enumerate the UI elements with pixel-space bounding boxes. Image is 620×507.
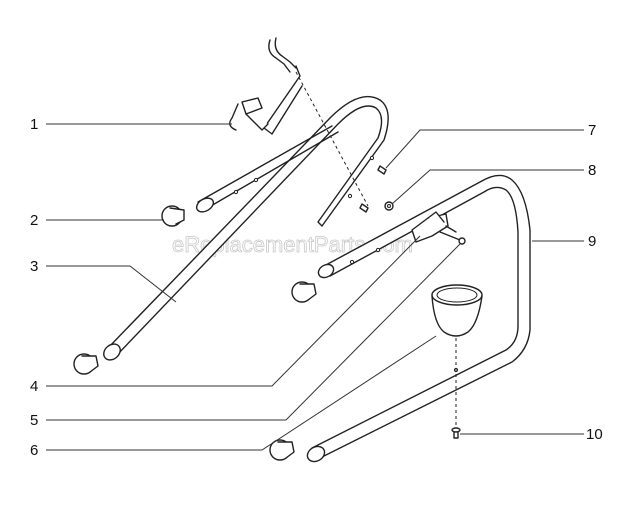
screw-part-10 <box>451 427 461 439</box>
leader-line-8 <box>391 169 584 205</box>
end-cap-part-bottom <box>269 439 295 461</box>
handle-bracket-part <box>229 37 303 135</box>
screw-part-left <box>359 203 369 213</box>
clamp-bracket-part <box>411 211 457 243</box>
leader-line-6 <box>46 335 437 451</box>
callout-6: 6 <box>30 442 38 459</box>
screw-part-7 <box>377 165 387 175</box>
end-cap-part-4 <box>73 353 99 375</box>
callout-2: 2 <box>30 212 38 229</box>
bolt-part-5 <box>439 231 466 245</box>
callout-5: 5 <box>30 412 38 429</box>
end-cap-part-2 <box>161 205 185 227</box>
leader-line-3 <box>46 265 177 303</box>
callout-8: 8 <box>588 162 596 179</box>
alignment-line-handle <box>295 71 369 207</box>
leader-line-5 <box>46 243 461 421</box>
leader-line-7 <box>385 129 584 169</box>
callout-4: 4 <box>30 378 38 395</box>
nut-part-8 <box>384 201 394 211</box>
callout-10: 10 <box>586 426 603 443</box>
callout-1: 1 <box>30 116 38 133</box>
callout-7: 7 <box>588 122 596 139</box>
callout-3: 3 <box>30 258 38 275</box>
u-frame-right-part <box>306 174 531 463</box>
leader-line-4 <box>46 235 421 387</box>
end-cap-part-mid <box>291 281 317 303</box>
u-frame-left-part <box>103 95 389 361</box>
callout-9: 9 <box>588 233 596 250</box>
cup-holder-part <box>431 284 483 337</box>
